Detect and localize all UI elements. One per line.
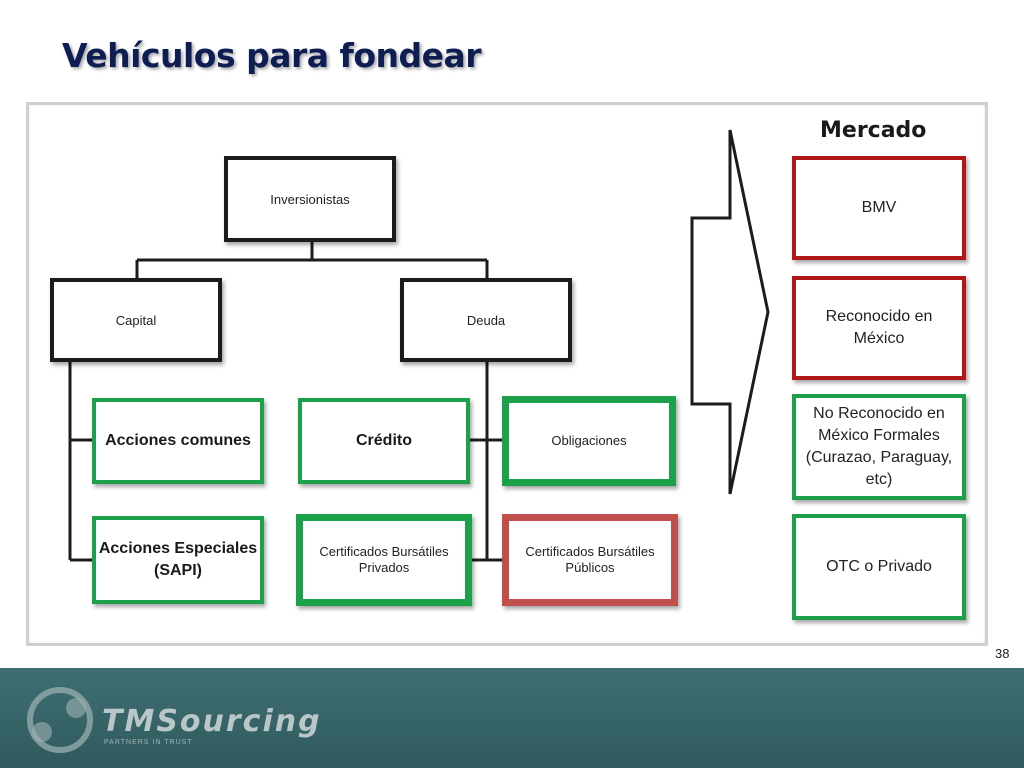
- market-otc-label: OTC o Privado: [826, 558, 932, 575]
- market-bmv-box: BMV: [792, 156, 966, 260]
- market-unrecognized-label: No Reconocido en México Formales (Curaza…: [805, 405, 953, 488]
- credit-label: Crédito: [356, 432, 412, 449]
- logo-subtitle: PARTNERS IN TRUST: [104, 739, 193, 746]
- common-shares-box: Acciones comunes: [92, 398, 264, 484]
- market-recognized-label: Reconocido en México: [825, 308, 933, 347]
- private-certificates-label: Certificados Bursátiles Privados: [319, 544, 449, 575]
- public-certificates-label: Certificados Bursátiles Públicos: [525, 544, 655, 575]
- market-otc-box: OTC o Privado: [792, 514, 966, 620]
- diagram-frame: [26, 102, 988, 646]
- market-heading: Mercado: [820, 118, 927, 143]
- debt-label: Deuda: [466, 312, 506, 328]
- special-shares-label: Acciones Especiales (SAPI): [98, 540, 258, 579]
- credit-box: Crédito: [298, 398, 470, 484]
- obligations-box: Obligaciones: [502, 396, 676, 486]
- public-certificates-box: Certificados Bursátiles Públicos: [502, 514, 678, 606]
- logo-icon: [27, 687, 93, 753]
- footer-band: [0, 668, 1024, 768]
- investors-label: Inversionistas: [270, 191, 350, 207]
- slide-title: Vehículos para fondear: [62, 36, 482, 75]
- page-number: 38: [995, 646, 1010, 661]
- capital-box: Capital: [50, 278, 222, 362]
- arrow-shape: [690, 129, 770, 495]
- capital-label: Capital: [115, 312, 157, 328]
- private-certificates-box: Certificados Bursátiles Privados: [296, 514, 472, 606]
- market-bmv-label: BMV: [861, 199, 897, 216]
- investors-box: Inversionistas: [224, 156, 396, 242]
- market-unrecognized-box: No Reconocido en México Formales (Curaza…: [792, 394, 966, 500]
- common-shares-label: Acciones comunes: [105, 432, 251, 449]
- logo-text: TMSourcing: [102, 704, 322, 739]
- obligations-label: Obligaciones: [551, 433, 627, 448]
- special-shares-box: Acciones Especiales (SAPI): [92, 516, 264, 604]
- debt-box: Deuda: [400, 278, 572, 362]
- market-recognized-box: Reconocido en México: [792, 276, 966, 380]
